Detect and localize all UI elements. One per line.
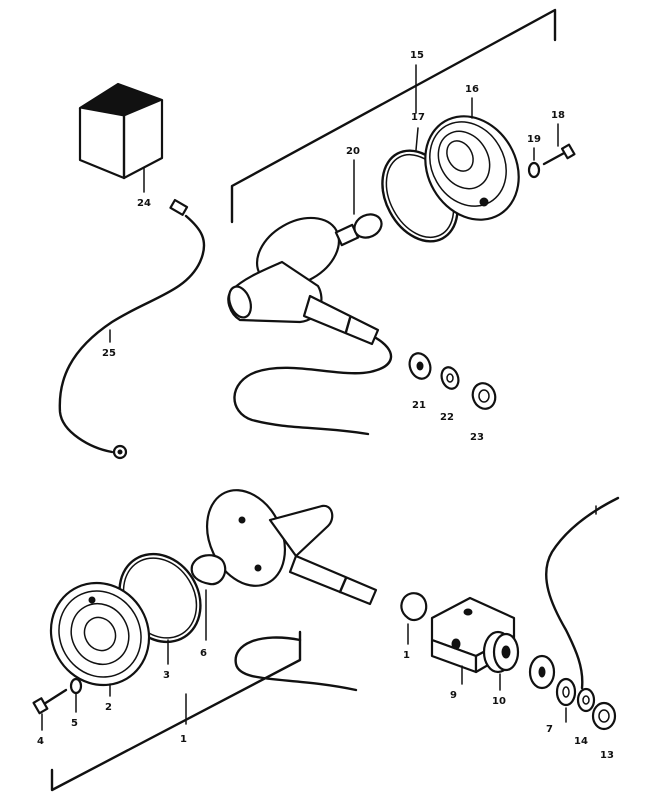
callout-15: 15: [410, 50, 424, 61]
callout-22: 22: [440, 412, 454, 423]
top-lamp-housing: [227, 216, 393, 436]
part-13-nut: [591, 701, 617, 731]
callout-24: 24: [137, 198, 151, 209]
bottom-lamp-housing: [206, 489, 378, 692]
callout-14: 14: [574, 736, 588, 747]
assembly-15-bracket: [230, 8, 557, 224]
callout-23: 23: [470, 432, 484, 443]
part-2-lens: [49, 581, 151, 697]
part-4-screw: [32, 688, 68, 731]
callout-2: 2: [105, 702, 112, 713]
bottom-wire-lead: [545, 496, 620, 690]
part-10-grommet: [482, 630, 520, 691]
part-14-small-washer: [576, 687, 596, 713]
callout-18: 18: [551, 110, 565, 121]
callout-6: 6: [200, 648, 207, 659]
part-24-relay-unit: [78, 82, 164, 193]
callout-21: 21: [412, 400, 426, 411]
callout-13: 13: [600, 750, 614, 761]
callout-10: 10: [492, 696, 506, 707]
part-16-lens: [424, 97, 520, 221]
callout-16: 16: [465, 84, 479, 95]
callout-1-socket: 1: [403, 650, 410, 661]
part-23-nut: [471, 382, 497, 410]
callout-7: 7: [546, 724, 553, 735]
part-6-bulb: [190, 554, 227, 641]
part-19-washer: [527, 147, 541, 179]
part-1-socket: [400, 592, 428, 645]
part-18-screw: [542, 123, 576, 166]
callout-20: 20: [346, 146, 360, 157]
callout-3: 3: [163, 670, 170, 681]
part-7-washer: [528, 654, 556, 690]
callout-1: 1: [180, 734, 187, 745]
callout-19: 19: [527, 134, 541, 145]
part-20-bulb: [334, 159, 383, 247]
callout-9: 9: [450, 690, 457, 701]
callout-5: 5: [71, 718, 78, 729]
callout-17: 17: [411, 112, 425, 123]
callout-25: 25: [102, 348, 116, 359]
callout-4: 4: [37, 736, 44, 747]
part-21-washer: [408, 352, 432, 380]
assembly-1-bracket: [50, 630, 302, 792]
part-22-lock-washer: [440, 366, 460, 390]
part-14-lock-washer: [555, 677, 577, 723]
part-5-washer: [69, 677, 83, 713]
part-25-wire-harness: [58, 198, 206, 460]
